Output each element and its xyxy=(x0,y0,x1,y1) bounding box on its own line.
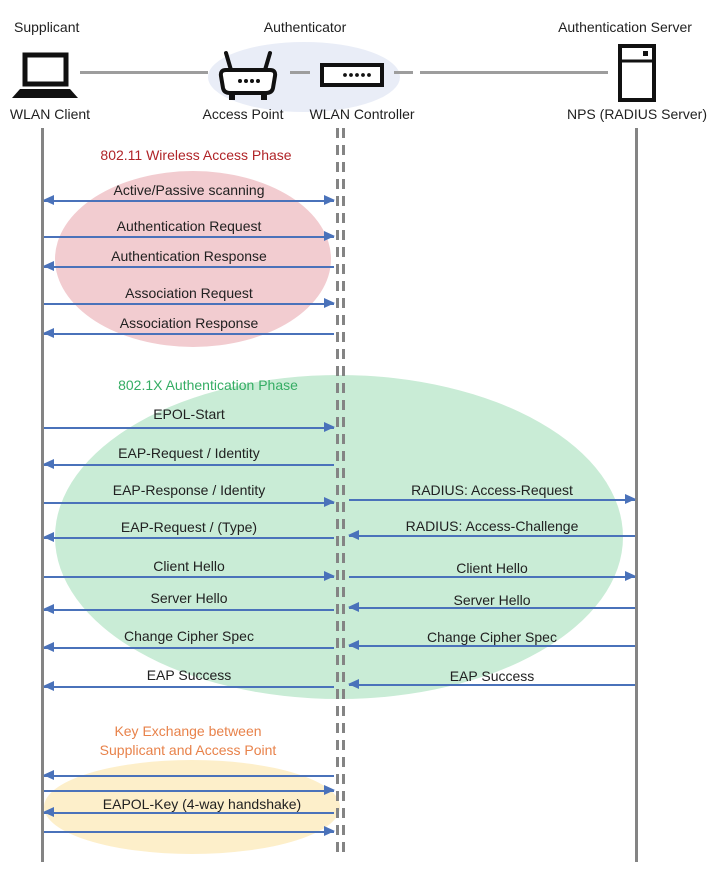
message-arrow xyxy=(349,494,636,504)
controller-link-dash xyxy=(394,71,413,74)
message-label: Association Response xyxy=(119,315,259,331)
message-arrow xyxy=(43,604,334,614)
message-label: EPOL-Start xyxy=(153,406,225,422)
wlan-controller-icon xyxy=(320,63,384,87)
message-label: RADIUS: Access-Challenge xyxy=(405,518,579,534)
handshake-arrow-2 xyxy=(44,785,335,795)
controller-server-link xyxy=(420,71,608,74)
message-arrow xyxy=(43,261,334,271)
message-arrow xyxy=(44,571,335,581)
message-label: Authentication Response xyxy=(111,248,267,264)
auth-server-role-label: Authentication Server xyxy=(558,19,692,35)
message-label: EAP Success xyxy=(146,667,232,683)
supplicant-ap-link xyxy=(80,71,208,74)
supplicant-role-label: Supplicant xyxy=(14,19,80,35)
message-arrow xyxy=(43,328,334,338)
phase3-title-line1: Key Exchange between xyxy=(114,723,262,739)
controller-lifeline-dash-1 xyxy=(336,128,339,856)
message-arrow xyxy=(43,642,334,652)
message-label: EAP-Response / Identity xyxy=(112,482,266,498)
message-label: Active/Passive scanning xyxy=(113,182,265,198)
message-label: Client Hello xyxy=(456,560,528,576)
laptop-icon xyxy=(12,52,78,98)
message-arrow xyxy=(44,497,335,507)
handshake-arrow-1 xyxy=(43,770,334,780)
server-icon xyxy=(618,44,656,102)
message-arrow xyxy=(43,195,335,205)
eapol-key-label: EAPOL-Key (4-way handshake) xyxy=(102,796,302,812)
message-label: Change Cipher Spec xyxy=(427,629,557,645)
message-arrow xyxy=(348,679,635,689)
server-lifeline xyxy=(635,128,638,862)
message-arrow xyxy=(348,530,635,540)
phase1-title: 802.11 Wireless Access Phase xyxy=(100,147,292,163)
message-label: EAP Success xyxy=(449,668,535,684)
authenticator-role-label: Authenticator xyxy=(263,19,347,35)
supplicant-name-label: WLAN Client xyxy=(9,106,91,122)
access-point-icon xyxy=(218,51,278,100)
message-label: Server Hello xyxy=(453,592,531,608)
message-label: Change Cipher Spec xyxy=(124,628,254,644)
wlan-controller-name-label: WLAN Controller xyxy=(309,106,415,122)
phase2-title: 802.1X Authentication Phase xyxy=(118,377,298,393)
message-label: Association Request xyxy=(125,285,253,301)
message-label: Server Hello xyxy=(150,590,228,606)
supplicant-lifeline xyxy=(41,128,44,862)
message-arrow xyxy=(44,422,335,432)
message-label: EAP-Request / Identity xyxy=(118,445,260,461)
message-arrow xyxy=(348,640,635,650)
message-arrow xyxy=(44,231,335,241)
handshake-arrow-4 xyxy=(44,826,335,836)
message-label: RADIUS: Access-Request xyxy=(411,482,573,498)
access-point-name-label: Access Point xyxy=(202,106,284,122)
message-arrow xyxy=(43,532,334,542)
message-arrow xyxy=(44,298,335,308)
message-arrow xyxy=(348,602,635,612)
handshake-arrow-3 xyxy=(43,807,334,817)
message-arrow xyxy=(349,571,636,581)
phase3-title-line2: Supplicant and Access Point xyxy=(99,742,277,758)
server-name-label: NPS (RADIUS Server) xyxy=(566,106,708,122)
message-label: Client Hello xyxy=(153,558,225,574)
ap-controller-link xyxy=(290,71,310,74)
message-arrow xyxy=(43,459,334,469)
message-label: EAP-Request / (Type) xyxy=(120,519,258,535)
message-label: Authentication Request xyxy=(116,218,262,234)
controller-lifeline-dash-2 xyxy=(342,128,345,856)
message-arrow xyxy=(43,681,334,691)
